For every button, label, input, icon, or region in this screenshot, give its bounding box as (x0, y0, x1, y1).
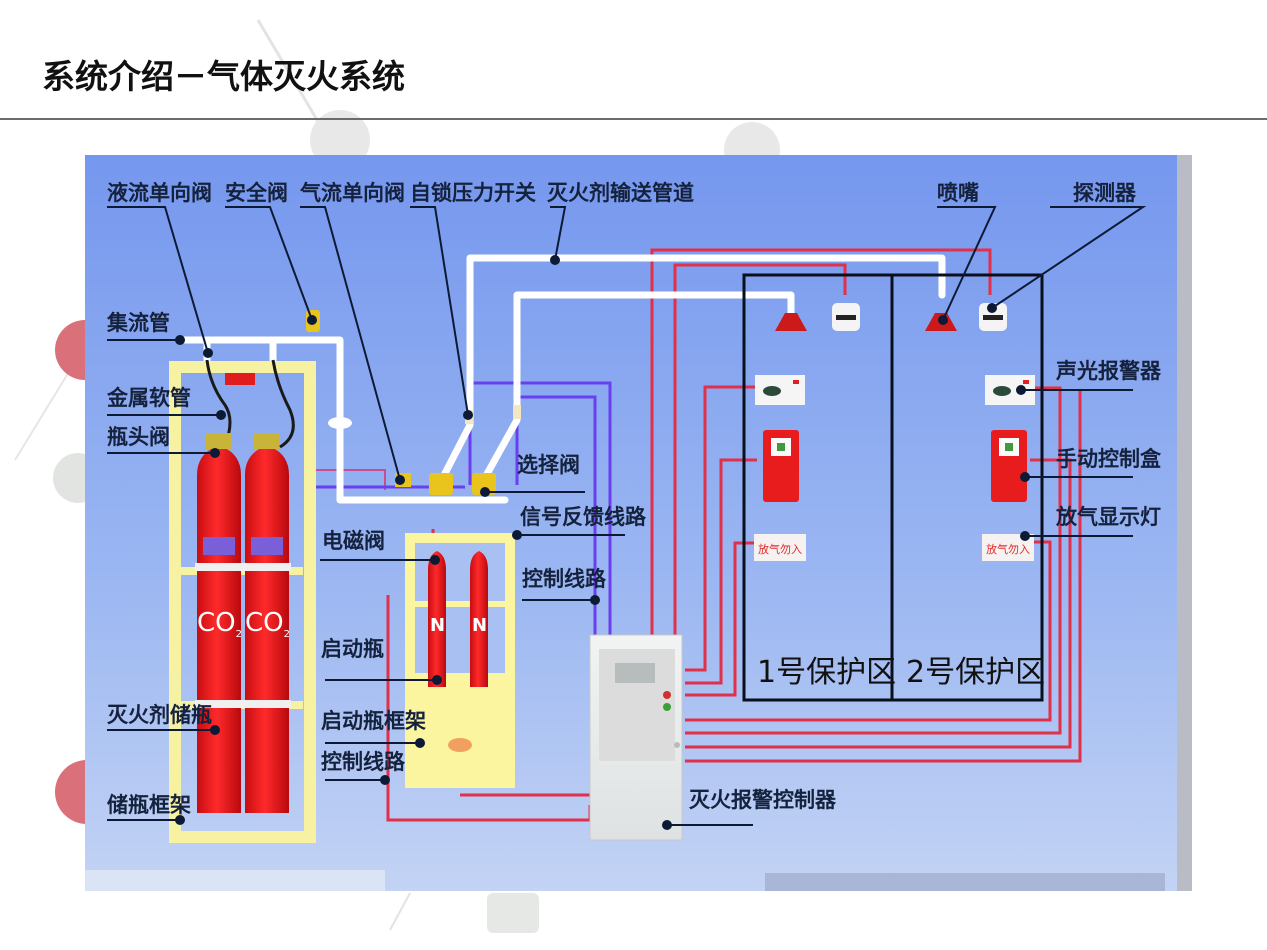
metal-hose (205, 359, 232, 446)
label-solenoid-valve: 电磁阀 (322, 529, 385, 553)
co2-mark: CO2 (197, 610, 242, 640)
bottom-blur-strip (85, 870, 385, 891)
deco-line (14, 369, 71, 461)
label-selector-valve: 选择阀 (517, 453, 580, 477)
label-detector: 探测器 (1073, 181, 1136, 205)
label-liquid-check-valve: 液流单向阀 (107, 181, 212, 205)
co2-cylinder (195, 447, 243, 813)
metal-hose (271, 359, 295, 449)
right-edge-shadow (1177, 155, 1192, 891)
label-agent-delivery-pipe: 灭火剂输送管道 (547, 181, 694, 205)
label-starter-cylinder: 启动瓶 (321, 637, 384, 661)
label-control-line-lower: 控制线路 (321, 750, 405, 774)
cylinder-valve (205, 433, 231, 449)
label-agent-storage-cylinder: 灭火剂储瓶 (107, 703, 212, 727)
co2-mark-sub: 2 (283, 629, 290, 641)
fire-alarm-controller (589, 634, 683, 841)
label-metal-hose: 金属软管 (107, 386, 191, 410)
n2-mark: N (430, 615, 446, 636)
nozzle-icon (775, 313, 807, 331)
co2-mark-text: CO (197, 608, 236, 638)
pipe-coupling (328, 417, 352, 429)
bottom-blur-text (765, 873, 1165, 891)
co2-cylinder (243, 447, 291, 813)
co2-mark-sub: 2 (235, 629, 242, 641)
svg-text:放气勿入: 放气勿入 (758, 542, 802, 556)
co2-mark-text: CO (245, 608, 284, 638)
label-fire-alarm-controller: 灭火报警控制器 (689, 788, 836, 812)
svg-text:放气勿入: 放气勿入 (986, 542, 1030, 556)
manual-control-box-icon (763, 430, 799, 502)
audio-visual-alarm-icon (755, 375, 805, 405)
zone-2-label: 2号保护区 (906, 655, 1046, 690)
label-cylinder-valve: 瓶头阀 (107, 425, 170, 449)
zone-1-label: 1号保护区 (757, 655, 897, 690)
label-storage-cylinder-rack: 储瓶框架 (107, 793, 191, 817)
starter-cylinder-n2 (428, 551, 488, 687)
n2-mark: N (472, 615, 488, 636)
starter-cylinder-rack (405, 533, 515, 788)
label-gas-check-valve: 气流单向阀 (300, 181, 405, 205)
diagram-canvas: 放气勿入 放气勿入 (85, 155, 1192, 891)
pressure-switch (513, 405, 521, 419)
leader-dots (175, 255, 1030, 830)
label-manifold: 集流管 (107, 311, 170, 335)
deco-block-grey (487, 893, 539, 933)
label-nozzle: 喷嘴 (937, 181, 979, 205)
protection-zone-2 (890, 273, 1044, 702)
control-wires (386, 248, 1082, 822)
label-self-lock-pressure-switch: 自锁压力开关 (410, 181, 536, 205)
deco-line (256, 19, 322, 126)
leader-lines (107, 206, 1147, 826)
label-manual-control-box: 手动控制盒 (1056, 447, 1161, 471)
slide-title: 系统介绍－气体灭火系统 (42, 57, 405, 96)
co2-mark: CO2 (245, 610, 290, 640)
selector-valve (472, 473, 496, 495)
control-wire-rack (310, 469, 386, 490)
label-control-line-upper: 控制线路 (522, 567, 606, 591)
label-audio-visual-alarm: 声光报警器 (1056, 359, 1161, 383)
title-divider (0, 118, 1267, 120)
discharge-indicator-light: 放气勿入 (754, 534, 806, 561)
label-safety-valve: 安全阀 (225, 181, 288, 205)
selector-valve (429, 473, 453, 495)
deco-line (389, 892, 411, 931)
detector-icon (979, 303, 1007, 331)
manual-control-box-icon (991, 430, 1027, 502)
cylinder-valve (253, 433, 279, 449)
gas-extinguishing-system-diagram: 放气勿入 放气勿入 (85, 155, 1192, 891)
label-discharge-indicator: 放气显示灯 (1056, 505, 1161, 529)
label-starter-cylinder-rack: 启动瓶框架 (321, 709, 426, 733)
detector-icon (832, 303, 860, 331)
label-signal-feedback-line: 信号反馈线路 (520, 505, 646, 529)
